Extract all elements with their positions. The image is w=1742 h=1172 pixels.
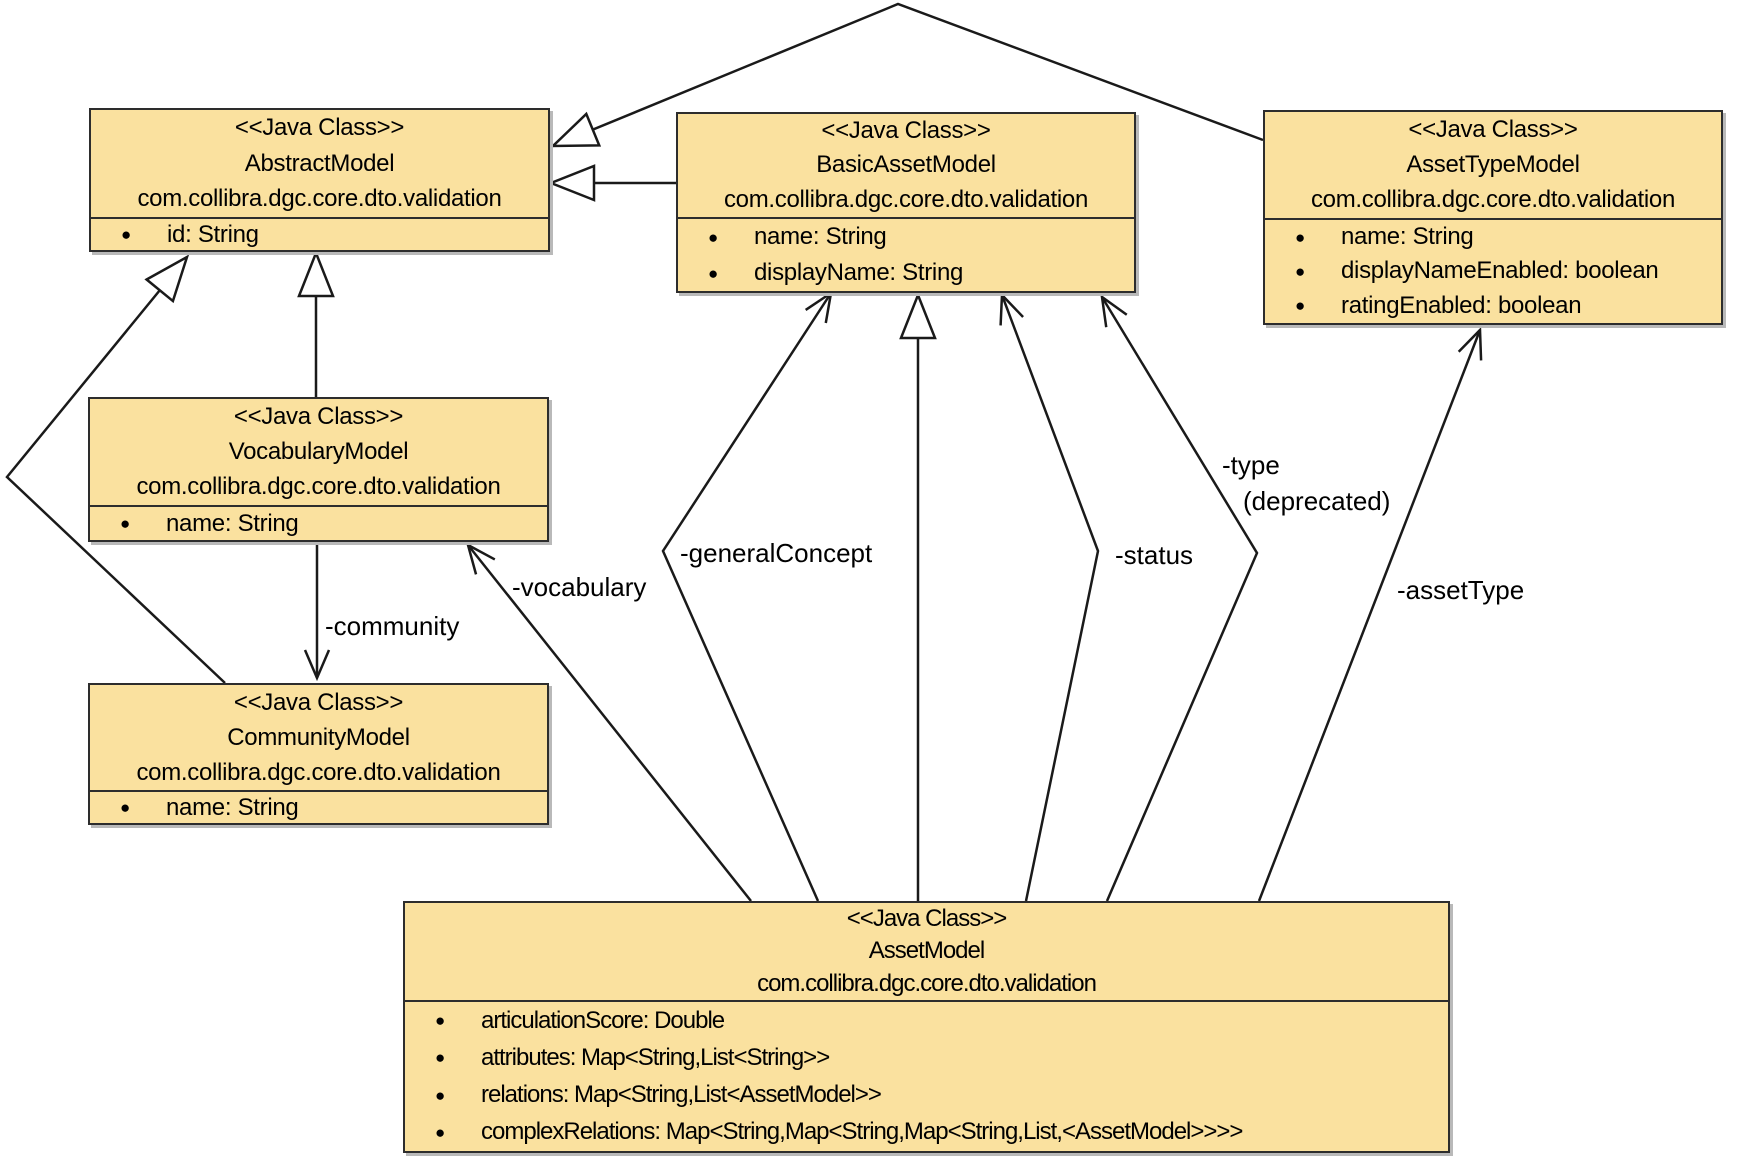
bullet-icon: ● (435, 1011, 445, 1031)
class-package: com.collibra.dgc.core.dto.validation (136, 473, 501, 501)
attributes-compartment: ● name: String (90, 792, 547, 823)
attribute-text: attributes: Map<String,List<String>> (481, 1043, 830, 1071)
class-box-vocabulary-model: <<Java Class>> VocabularyModel com.collibr… (88, 397, 549, 542)
attribute-row: ● name: String (1265, 220, 1721, 254)
class-stereotype: <<Java Class>> (233, 688, 404, 716)
bullet-icon: ● (435, 1122, 445, 1142)
attributes-compartment: ● articulationScore: Double ● attributes: M… (405, 1002, 1448, 1151)
attribute-text: articulationScore: Double (481, 1006, 725, 1034)
association-label-vocabulary: -vocabulary (512, 572, 647, 602)
attribute-text: displayNameEnabled: boolean (1341, 257, 1659, 285)
association-label-type-text: -type (1222, 450, 1280, 480)
bullet-icon: ● (120, 514, 130, 533)
class-stereotype: <<Java Class>> (821, 117, 991, 145)
attribute-row: ● name: String (678, 219, 1134, 255)
class-stereotype: <<Java Class>> (1408, 115, 1578, 143)
class-name: AssetModel (868, 937, 985, 965)
bullet-icon: ● (1295, 296, 1305, 316)
class-package: com.collibra.dgc.core.dto.validation (137, 185, 502, 213)
bullet-icon: ● (1295, 227, 1305, 247)
association-label-generalconcept: -generalConcept (680, 538, 873, 568)
attribute-row: ● complexRelations: Map<String,Map<String… (405, 1114, 1448, 1151)
attribute-row: ● displayName: String (678, 255, 1134, 291)
class-name: VocabularyModel (228, 437, 409, 465)
generalization-community-to-abstract (5, 254, 226, 684)
attribute-row: ● id: String (91, 219, 548, 250)
class-box-asset-model: <<Java Class>> AssetModel com.collibra.dgc… (403, 901, 1450, 1153)
association-label-type-note: (deprecated) (1243, 486, 1391, 516)
class-name: AssetTypeModel (1406, 150, 1580, 178)
attribute-text: name: String (754, 223, 887, 250)
class-stereotype: <<Java Class>> (234, 113, 405, 141)
class-package: com.collibra.dgc.core.dto.validation (723, 185, 1089, 213)
attribute-text: name: String (166, 509, 299, 537)
bullet-icon: ● (435, 1085, 445, 1105)
attribute-row: ● articulationScore: Double (405, 1002, 1448, 1039)
class-package: com.collibra.dgc.core.dto.validation (136, 758, 501, 786)
bullet-icon: ● (121, 225, 131, 244)
attribute-text: id: String (167, 220, 259, 248)
attribute-row: ● name: String (90, 792, 547, 823)
attributes-compartment: ● id: String (91, 219, 548, 250)
class-box-community-model: <<Java Class>> CommunityModel com.collibra… (88, 683, 549, 825)
attribute-text: ratingEnabled: boolean (1341, 291, 1582, 319)
class-package: com.collibra.dgc.core.dto.validation (757, 969, 1097, 997)
class-box-asset-type-model: <<Java Class>> AssetTypeModel com.collibra… (1263, 110, 1723, 325)
attribute-text: name: String (1341, 223, 1474, 251)
bullet-icon: ● (708, 263, 718, 283)
association-label-assettype: -assetType (1397, 575, 1525, 605)
association-status (999, 292, 1100, 902)
class-box-basic-asset-model: <<Java Class>> BasicAssetModel com.collibr… (676, 112, 1136, 293)
class-name: AbstractModel (244, 149, 395, 177)
class-name: BasicAssetModel (816, 151, 996, 179)
attribute-text: relations: Map<String,List<AssetModel>> (481, 1081, 882, 1109)
attribute-row: ● name: String (90, 507, 547, 540)
attribute-text: displayName: String (754, 259, 964, 286)
bullet-icon: ● (120, 798, 130, 817)
attribute-row: ● displayNameEnabled: boolean (1265, 254, 1721, 288)
attributes-compartment: ● name: String (90, 507, 547, 540)
association-label-community: -community (325, 611, 460, 641)
attribute-row: ● ratingEnabled: boolean (1265, 289, 1721, 323)
association-type (1100, 294, 1259, 902)
association-label-status: -status (1115, 540, 1194, 570)
class-name: CommunityModel (227, 723, 410, 751)
attribute-row: ● attributes: Map<String,List<String>> (405, 1039, 1448, 1076)
attributes-compartment: ● name: String ● displayName: String (678, 219, 1134, 291)
class-stereotype: <<Java Class>> (233, 402, 404, 430)
class-stereotype: <<Java Class>> (846, 905, 1007, 933)
class-box-abstract-model: <<Java Class>> AbstractModel com.collibra.… (89, 108, 550, 252)
association-generalconcept (661, 290, 833, 902)
class-package: com.collibra.dgc.core.dto.validation (1310, 186, 1676, 214)
association-assettype (1257, 327, 1483, 902)
attribute-text: complexRelations: Map<String,Map<String,… (481, 1118, 1243, 1146)
bullet-icon: ● (435, 1048, 445, 1068)
bullet-icon: ● (708, 227, 718, 247)
association-label-type: -type (deprecated) (1222, 447, 1390, 519)
generalization-assettype-to-abstract (549, 2, 1264, 148)
bullet-icon: ● (1295, 261, 1305, 281)
association-vocabulary (466, 542, 752, 902)
attribute-row: ● relations: Map<String,List<AssetModel>> (405, 1077, 1448, 1114)
attributes-compartment: ● name: String ● displayNameEnabled: boolea… (1265, 220, 1721, 323)
attribute-text: name: String (166, 793, 299, 821)
